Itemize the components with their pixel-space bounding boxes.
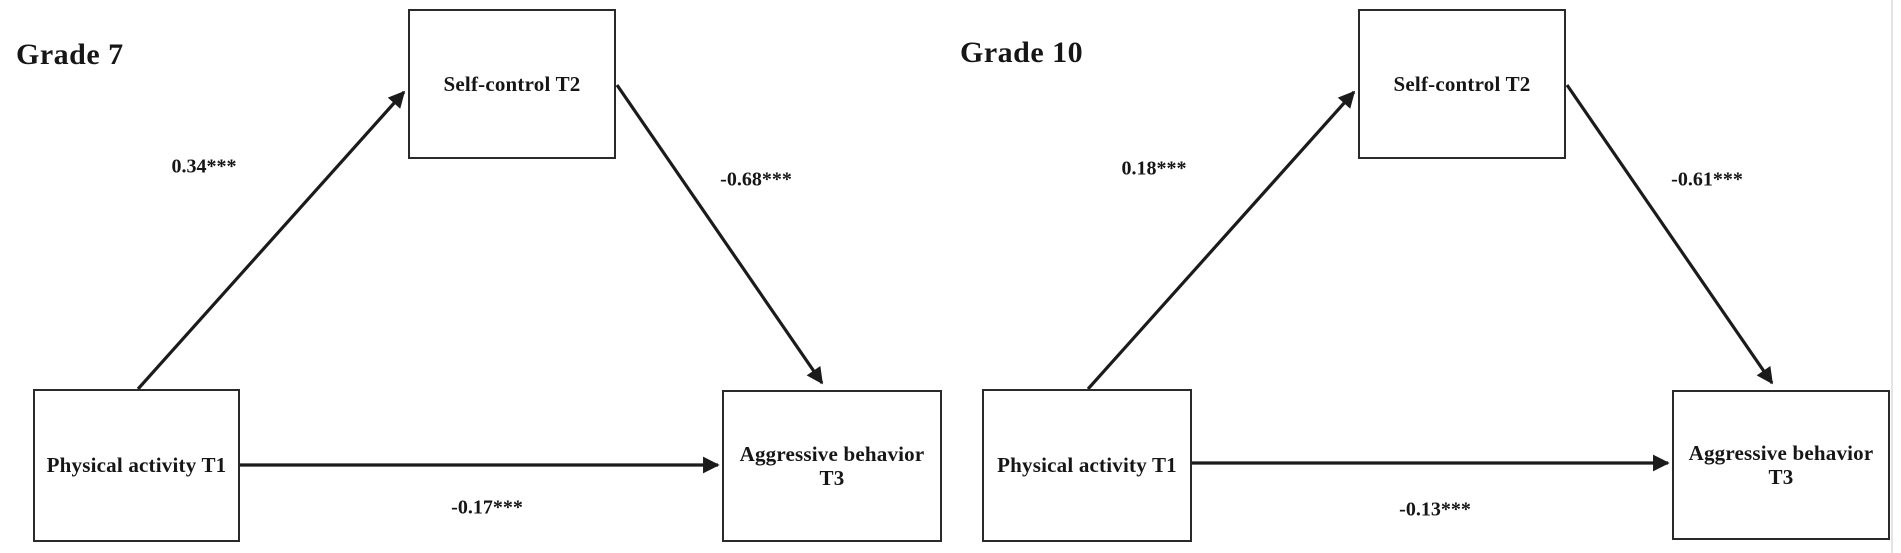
physical-activity-box-label: Physical activity T1 xyxy=(997,453,1177,478)
arrow-selfcontrol-to-aggressive-grade7 xyxy=(615,84,824,385)
aggressive-behavior-box-label: Aggressive behavior T3 xyxy=(739,441,925,490)
path-a-coefficient-grade7: 0.34*** xyxy=(171,155,237,178)
path-a-coefficient-grade10: 0.18*** xyxy=(1121,157,1187,180)
selfcontrol-box-grade7: Self-control T2 xyxy=(408,9,616,159)
physical-activity-box-grade10: Physical activity T1 xyxy=(982,389,1192,542)
aggressive-behavior-box-grade7: Aggressive behavior T3 xyxy=(722,390,942,542)
panel-title-grade-10: Grade 10 xyxy=(960,36,1084,69)
physical-activity-box-grade7: Physical activity T1 xyxy=(33,389,240,542)
selfcontrol-box-grade10: Self-control T2 xyxy=(1358,9,1566,159)
path-c-coefficient-grade7: -0.17*** xyxy=(451,496,523,519)
physical-activity-box-label: Physical activity T1 xyxy=(46,453,227,478)
arrow-physical-to-selfcontrol-grade7 xyxy=(136,90,406,391)
path-b-coefficient-grade10: -0.61*** xyxy=(1671,168,1743,191)
path-b-coefficient-grade7: -0.68*** xyxy=(720,168,792,191)
arrow-physical-to-selfcontrol-grade10 xyxy=(1086,90,1356,391)
path-c-coefficient-grade10: -0.13*** xyxy=(1399,498,1471,521)
panel-title-grade-7: Grade 7 xyxy=(16,38,124,71)
aggressive-behavior-box-label: Aggressive behavior T3 xyxy=(1688,440,1874,489)
page-edge-line xyxy=(1891,0,1893,553)
arrow-selfcontrol-to-aggressive-grade10 xyxy=(1565,84,1774,385)
selfcontrol-box-label: Self-control T2 xyxy=(1393,71,1531,96)
aggressive-behavior-box-grade10: Aggressive behavior T3 xyxy=(1672,390,1890,540)
selfcontrol-box-label: Self-control T2 xyxy=(443,71,581,96)
